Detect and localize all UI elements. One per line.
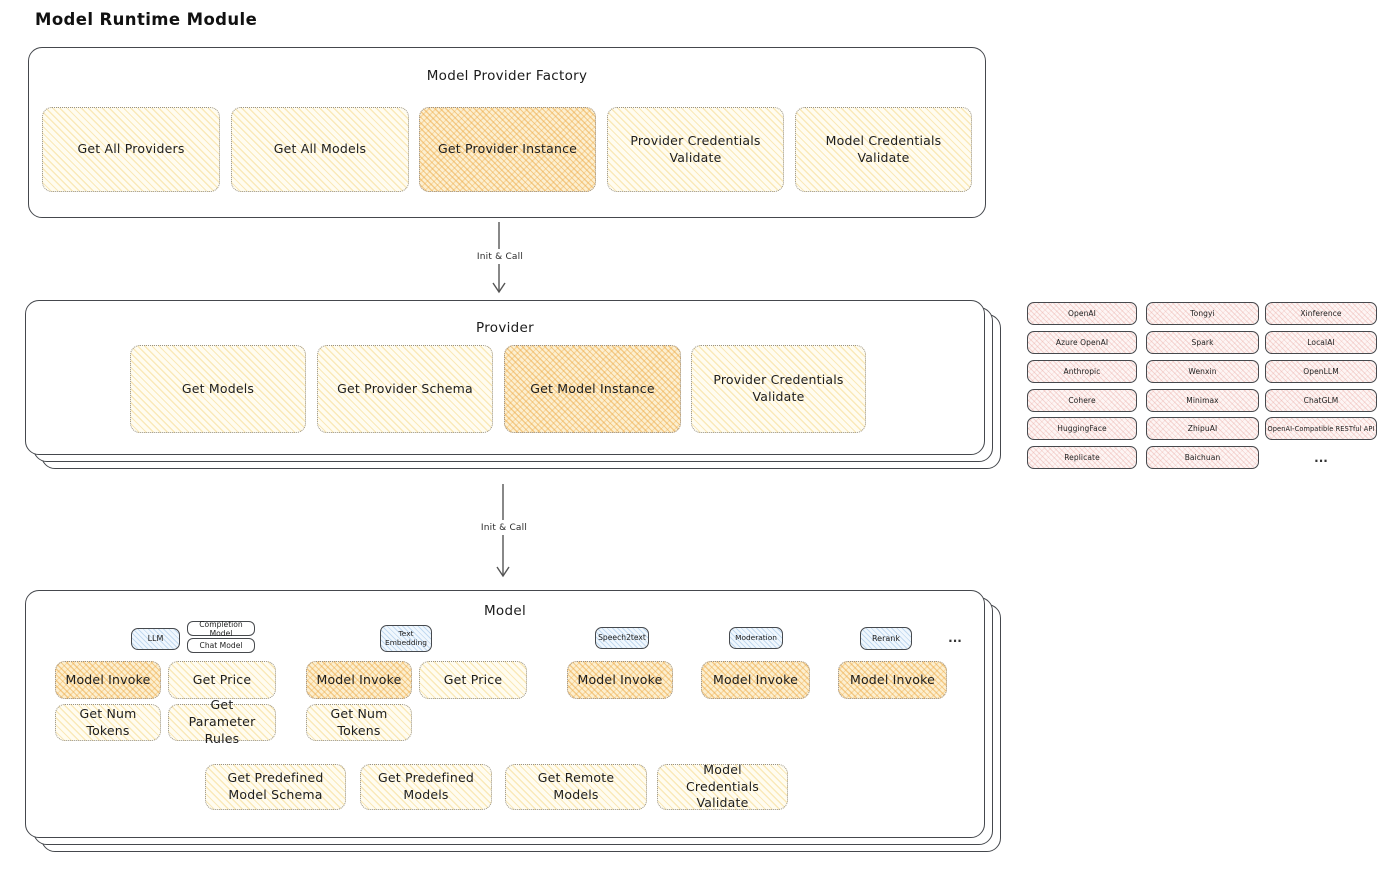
provider-pill-openllm: OpenLLM	[1265, 360, 1377, 383]
provider-get-provider-schema: Get Provider Schema	[317, 345, 493, 433]
rerank-model-invoke: Model Invoke	[838, 661, 947, 699]
arrow-label-init-call-2: Init & Call	[475, 520, 533, 535]
llm-get-num-tokens: Get Num Tokens	[55, 704, 161, 741]
tab-rerank: Rerank	[860, 627, 912, 650]
provider-get-models: Get Models	[130, 345, 306, 433]
tab-llm: LLM	[131, 628, 180, 650]
page-title: Model Runtime Module	[35, 10, 258, 29]
provider-pill-wenxin: Wenxin	[1146, 360, 1259, 383]
model-card-title: Model	[483, 603, 527, 619]
tab-completion-model: Completion Model	[187, 620, 255, 638]
factory-get-all-models: Get All Models	[231, 107, 409, 192]
provider-pill-cohere: Cohere	[1027, 389, 1137, 412]
provider-get-model-instance: Get Model Instance	[504, 345, 681, 433]
arrow-label-init-call-1: Init & Call	[471, 249, 529, 264]
speech2text-model-invoke: Model Invoke	[567, 661, 673, 699]
factory-card-title: Model Provider Factory	[426, 68, 588, 84]
llm-get-price: Get Price	[168, 661, 276, 699]
get-predefined-model-schema: Get Predefined Model Schema	[205, 764, 346, 810]
provider-pill-localai: LocalAI	[1265, 331, 1377, 354]
text-embedding-get-price: Get Price	[419, 661, 527, 699]
factory-get-all-providers: Get All Providers	[42, 107, 220, 192]
llm-model-invoke: Model Invoke	[55, 661, 161, 699]
model-credentials-validate: Model Credentials Validate	[657, 762, 788, 810]
model-tabs-ellipsis: ...	[948, 631, 962, 645]
provider-pill-azure-openai: Azure OpenAI	[1027, 331, 1137, 354]
get-predefined-models: Get Predefined Models	[360, 764, 492, 810]
provider-pill-chatglm: ChatGLM	[1265, 389, 1377, 412]
provider-pill-tongyi: Tongyi	[1146, 302, 1259, 325]
factory-get-provider-instance: Get Provider Instance	[419, 107, 596, 192]
provider-pill-zhipuai: ZhipuAI	[1146, 417, 1259, 440]
provider-pill-openai: OpenAI	[1027, 302, 1137, 325]
factory-model-credentials-validate: Model Credentials Validate	[795, 107, 972, 192]
provider-pill-spark: Spark	[1146, 331, 1259, 354]
tab-text-embedding: Text Embedding	[380, 625, 432, 652]
provider-list-ellipsis: ...	[1314, 450, 1328, 465]
provider-pill-xinference: Xinference	[1265, 302, 1377, 325]
tab-speech2text: Speech2text	[595, 627, 649, 649]
get-remote-models: Get Remote Models	[505, 764, 647, 810]
tab-chat-model: Chat Model	[187, 638, 255, 653]
llm-get-parameter-rules: Get Parameter Rules	[168, 697, 276, 746]
text-embedding-get-num-tokens: Get Num Tokens	[306, 704, 412, 741]
provider-pill-minimax: Minimax	[1146, 389, 1259, 412]
provider-pill-huggingface: HuggingFace	[1027, 417, 1137, 440]
provider-card-title: Provider	[476, 320, 534, 336]
text-embedding-model-invoke: Model Invoke	[306, 661, 412, 699]
moderation-model-invoke: Model Invoke	[701, 661, 810, 699]
provider-provider-credentials-validate: Provider Credentials Validate	[691, 345, 866, 433]
tab-moderation: Moderation	[729, 627, 783, 649]
factory-provider-credentials-validate: Provider Credentials Validate	[607, 107, 784, 192]
provider-pill-replicate: Replicate	[1027, 446, 1137, 469]
provider-pill-openai-compatible-restful-api: OpenAI-Compatible RESTful API	[1265, 417, 1377, 440]
provider-pill-anthropic: Anthropic	[1027, 360, 1137, 383]
provider-pill-baichuan: Baichuan	[1146, 446, 1259, 469]
